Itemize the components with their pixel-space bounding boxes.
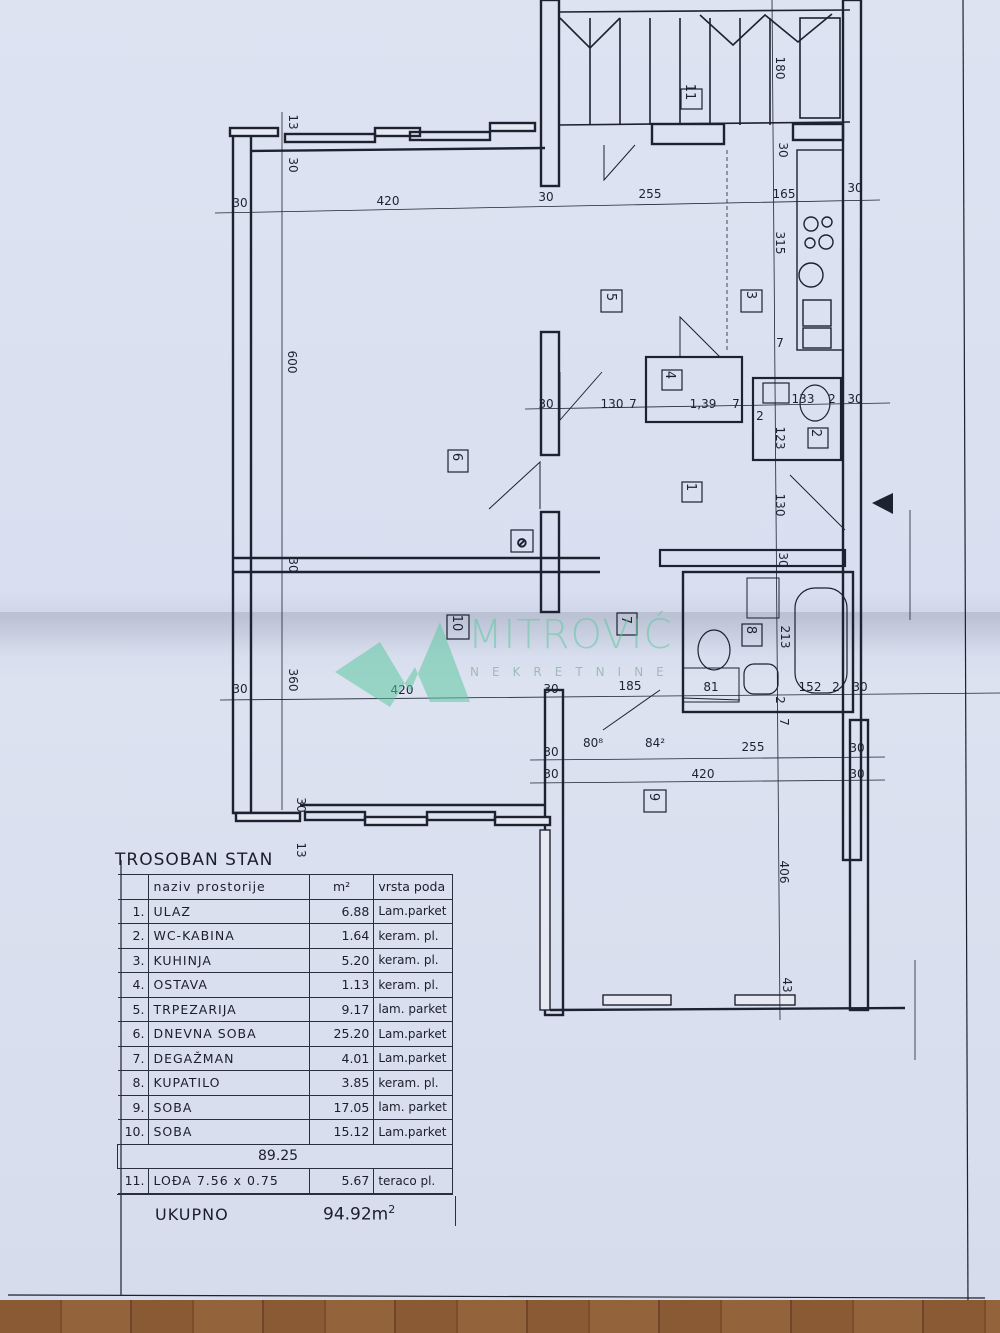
dimension-label: 30 [543,682,558,696]
dimension-label: 30 [776,142,790,157]
dimension-label: 123 [773,427,787,450]
dimension-label: 30 [232,196,247,210]
dimension-label: 2 [773,696,787,704]
dimension-label: 30 [543,745,558,759]
room-number-label: 10 [449,615,464,632]
dimension-label: 255 [639,187,662,201]
dimension-label: 30 [847,181,862,195]
table-row-loggia: 11. LOĐA 7.56 x 0.75 5.67 teraco pl. [117,1168,453,1194]
dimension-label: 133 [792,392,815,406]
plan-title: TROSOBAN STAN [115,850,274,870]
dimension-label: 255 [742,740,765,754]
dimension-label: 30 [286,557,300,572]
room-number-label: 8 [743,626,758,634]
room-number-label: 2 [808,429,823,437]
dimension-label: 30 [538,190,553,204]
dimension-label: 130 [773,494,787,517]
dimension-label: 43 [780,977,794,992]
dimension-label: 13 [294,842,308,857]
dimension-label: 7 [776,336,784,350]
wooden-surface [0,1300,1000,1333]
total-value: 94.92m2 [323,1203,396,1225]
dimension-label: 30 [849,741,864,755]
dimension-label: 30 [849,767,864,781]
subtotal-value: 89.25 [117,1143,453,1169]
dimension-label: 152 [799,680,822,694]
dimension-label: 420 [692,767,715,781]
dimension-label: 30 [776,552,790,567]
table-header: naziv prostorije m² vrsta poda [117,874,453,900]
dimension-label: 420 [377,194,400,208]
room-number-label: 7 [618,616,633,624]
dimension-label: 7 [629,397,637,411]
room-number-label: 9 [646,793,661,801]
dimension-label: 2 [756,409,764,423]
dimension-label: 30 [852,680,867,694]
watermark-brand: MITROVIĆ [468,612,673,658]
dimension-label: 7 [732,397,740,411]
watermark-subtitle: NEKRETNINE [470,665,677,679]
dimension-label: 30 [232,682,247,696]
dimension-label: 315 [773,232,787,255]
room-number-label: 6 [449,453,464,461]
room-number-label: 11 [682,84,697,101]
dimension-label: 13 [286,114,300,129]
dimension-label: 360 [286,669,300,692]
dimension-label: 30 [286,157,300,172]
dimension-label: 7 [777,718,791,726]
dimension-label: 130 [601,397,624,411]
dimension-label: 406 [777,861,791,884]
room-number-label: 4 [662,371,677,379]
dimension-label: 30 [294,797,308,812]
dimension-label: 213 [778,626,792,649]
dimension-label: 30 [847,392,862,406]
total-label: UKUPNO [155,1205,229,1224]
dimension-label: 30 [538,397,553,411]
subtotal-row: 89.25 [117,1143,453,1169]
dimension-label: 84² [645,736,665,750]
paper-fold [0,612,1000,672]
dimension-label: 180 [773,57,787,80]
dimension-label: 81 [703,680,718,694]
dimension-label: 80⁸ [583,736,603,750]
room-number-label: 3 [743,291,758,299]
entrance-arrow-icon [872,493,893,514]
dimension-label: 1,39 [690,397,717,411]
dimension-label: 2 [828,392,836,406]
dimension-label: 2 [832,680,840,694]
dimension-label: 165 [773,187,796,201]
dimension-label: 420 [391,683,414,697]
no-smoking-icon: ⊘ [517,536,528,551]
dimension-label: 185 [619,679,642,693]
dimension-label: 30 [543,767,558,781]
room-number-label: 5 [603,293,618,301]
dimension-label: 600 [285,351,299,374]
room-number-label: 1 [683,483,698,491]
